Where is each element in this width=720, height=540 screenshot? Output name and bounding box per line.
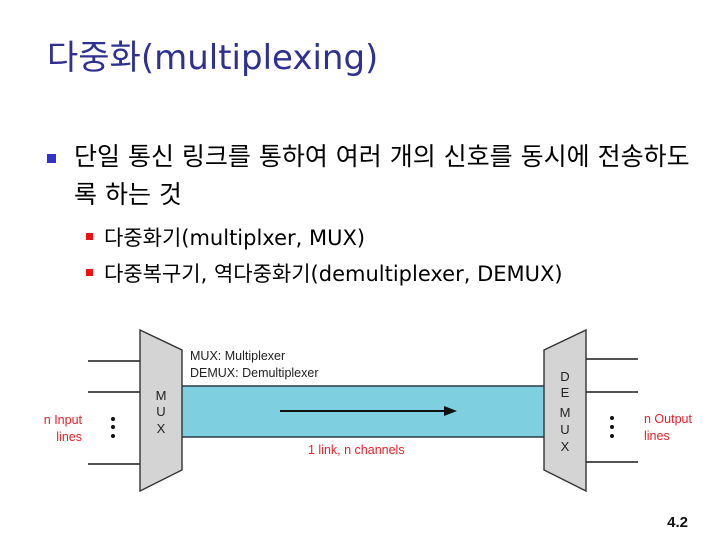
input-label-line2: lines [56,430,82,444]
sub-bullet-square-icon [86,233,93,240]
demux-block [543,328,587,493]
svg-text:U: U [560,422,569,437]
sub-bullet-text: 다중화기(multiplxer, MUX) [104,226,366,250]
ellipsis-dots-icon [111,416,614,438]
legend-mux: MUX: Multiplexer [190,349,285,363]
output-label-line1: n Output [644,412,692,426]
main-bullet-text: 단일 통신 링크를 통하여 여러 개의 신호를 동시에 전송하도록 하는 것 [74,142,690,209]
link-label: 1 link, n channels [308,443,405,457]
mux-label: M U X [156,388,167,436]
mux-block [139,328,183,493]
svg-text:M: M [156,388,167,403]
output-lines [586,358,638,463]
input-label-line1: n Input [44,413,83,427]
sub-bullet-demux: 다중복구기, 역다중화기(demultiplexer, DEMUX) [86,258,563,288]
slide-title: 다중화(multiplexing) [47,38,379,78]
sub-bullet-text: 다중복구기, 역다중화기(demultiplexer, DEMUX) [104,262,563,286]
svg-text:X: X [561,439,570,454]
main-bullet: 단일 통신 링크를 통하여 여러 개의 신호를 동시에 전송하도록 하는 것 [47,138,697,214]
svg-text:E: E [561,385,570,400]
svg-text:U: U [156,404,165,419]
bullet-square-icon [47,154,56,163]
svg-text:X: X [157,421,166,436]
legend-demux: DEMUX: Demultiplexer [190,366,319,380]
sub-bullet-square-icon [86,269,93,276]
output-label-line2: lines [644,429,670,443]
page-number: 4.2 [667,514,688,531]
svg-text:D: D [560,369,569,384]
arrow-right-icon [280,406,457,416]
sub-bullet-mux: 다중화기(multiplxer, MUX) [86,222,365,252]
demux-label: D E M U X [560,369,571,454]
svg-text:M: M [560,405,571,420]
input-lines [88,360,141,465]
